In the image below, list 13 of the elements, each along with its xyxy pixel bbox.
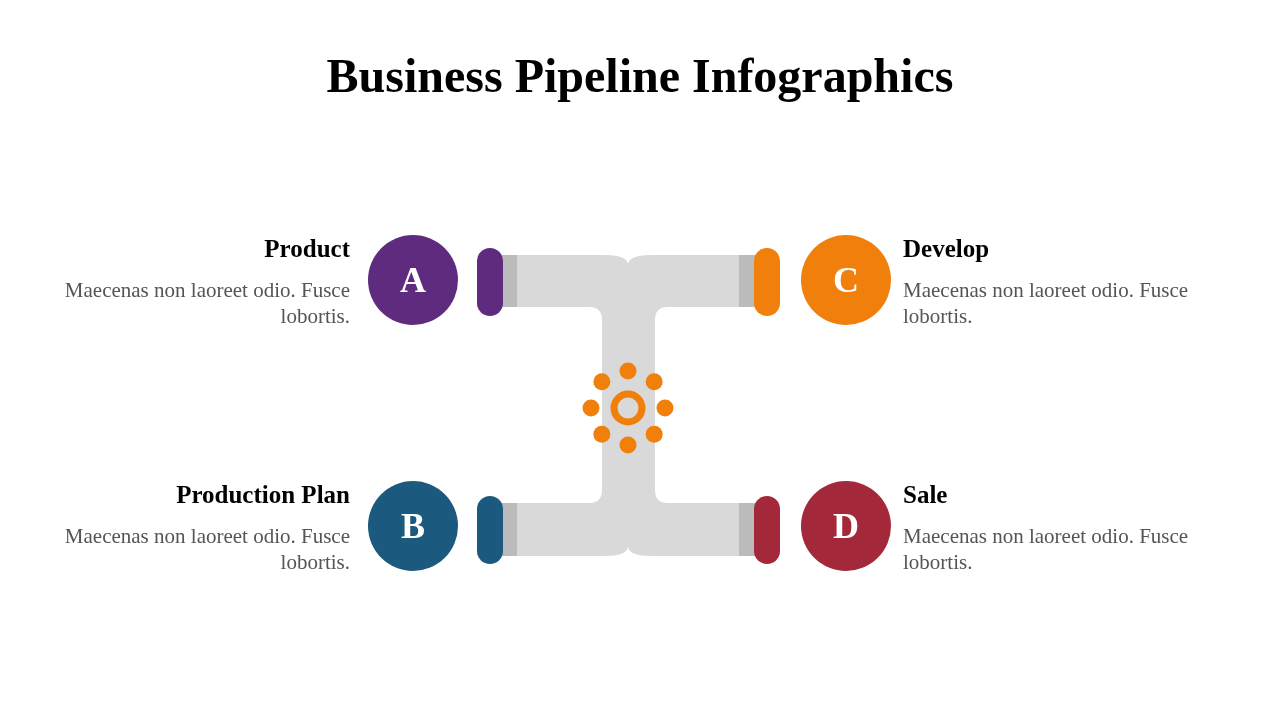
step-description: Maecenas non laoreet odio. Fusce lobortis.	[63, 277, 350, 329]
title: Business Pipeline Infographics	[325, 48, 955, 103]
step-description: Maecenas non laoreet odio. Fusce lobortis.	[903, 523, 1190, 575]
step-heading: Develop	[903, 235, 990, 263]
step-description: Maecenas non laoreet odio. Fusce lobortis.	[63, 523, 350, 575]
letter-circle: D	[801, 481, 891, 571]
step-description: Maecenas non laoreet odio. Fusce lobortis.	[903, 277, 1190, 329]
letter-circle: A	[368, 235, 458, 325]
step-heading: Production Plan	[176, 481, 350, 509]
letter-circle: B	[368, 481, 458, 571]
step-heading: Sale	[903, 481, 948, 509]
letter-circle: C	[801, 235, 891, 325]
step-heading: Product	[264, 235, 350, 263]
